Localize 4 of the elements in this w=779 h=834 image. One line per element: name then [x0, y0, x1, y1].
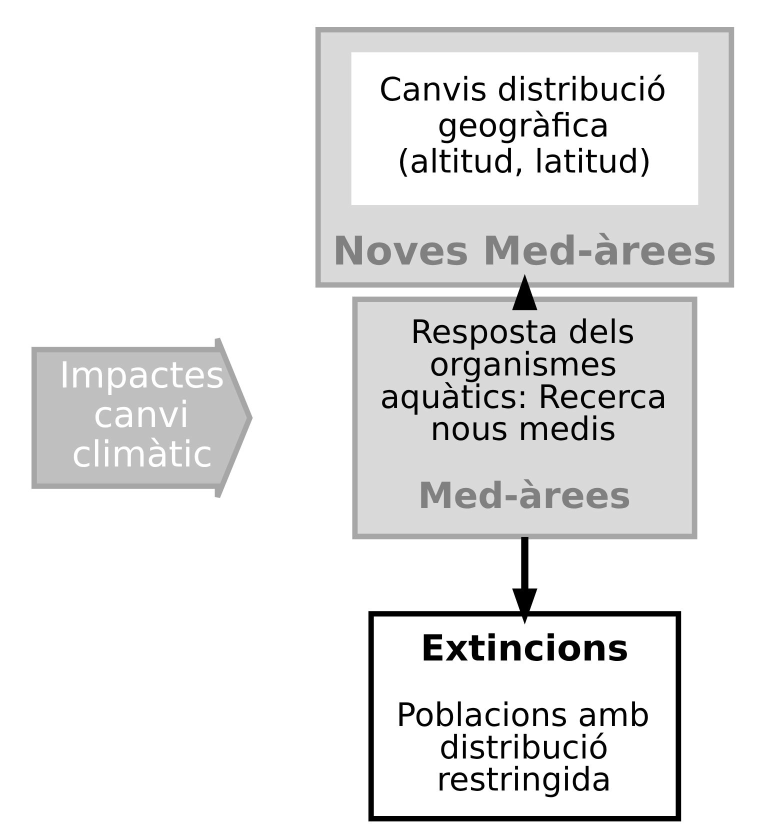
node-box: Canvis distribució geogràfica (altitud, latitud) [350, 52, 698, 205]
arrow [512, 537, 537, 625]
node-box: Extincions Poblacions amb distribució restringida [368, 611, 681, 822]
arrow [512, 274, 537, 310]
